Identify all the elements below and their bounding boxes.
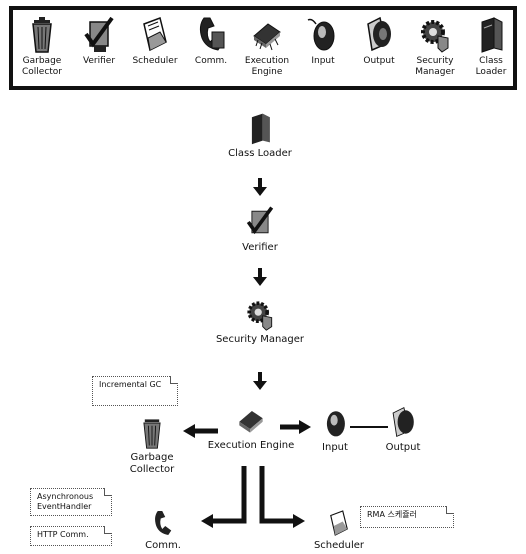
trash-can-icon [143,419,161,449]
node-scheduler[interactable]: Scheduler [294,508,384,552]
node-garbage-collector[interactable]: Garbage Collector [107,414,197,476]
palette-item-garbage-collector[interactable]: Garbage Collector [15,14,69,78]
palette-label: Execution Engine [244,56,290,77]
book-icon [481,17,503,53]
document-icon [330,510,348,536]
gear-shield-icon [421,20,449,53]
node-output[interactable]: Output [358,404,448,454]
note-rma-scheduler: RMA 스케쥴러 [360,506,454,528]
checklist-icon [84,16,114,52]
palette-item-verifier[interactable]: Verifier [72,14,126,67]
phone-icon [155,511,172,535]
palette-item-output[interactable]: Output [352,14,406,67]
speaker-icon [367,16,391,52]
palette-label: Garbage Collector [21,56,62,77]
palette-item-class-loader[interactable]: Class Loader [464,14,518,78]
palette-label: Verifier [82,56,116,66]
note-incremental-gc: Incremental GC [92,376,178,406]
palette-item-security-manager[interactable]: Security Manager [408,14,462,78]
palette-item-comm[interactable]: Comm. [184,14,238,67]
palette-label: Class Loader [475,56,507,77]
note-text: Asynchronous EventHandler [37,492,94,511]
arrow-class-loader-to-verifier [253,178,267,196]
note-text: Incremental GC [99,380,162,389]
mouse-icon [326,411,345,437]
palette-item-input[interactable]: Input [296,14,350,67]
arrow-verifier-to-security [253,268,267,286]
node-label: Comm. [145,540,181,551]
node-verifier[interactable]: Verifier [215,204,305,254]
palette-label: Comm. [194,56,228,66]
phone-icon [199,17,225,51]
node-label: Class Loader [228,148,292,159]
chip-icon [239,411,263,433]
node-input[interactable]: Input [290,404,380,454]
note-text: RMA 스케쥴러 [367,510,417,519]
note-http-comm: HTTP Comm. [30,526,112,546]
speaker-icon [392,406,414,438]
note-async-handler: Asynchronous EventHandler [30,488,112,516]
node-label: Output [385,442,421,453]
book-icon [251,113,270,145]
palette-label: Security Manager [415,56,455,77]
node-comm[interactable]: Comm. [118,508,208,552]
gear-shield-icon [247,301,273,331]
palette-label: Scheduler [132,56,178,66]
component-palette: Garbage Collector Verifier Scheduler Com… [9,6,517,90]
palette-label: Output [363,56,395,66]
node-label: Verifier [242,242,278,253]
node-class-loader[interactable]: Class Loader [215,110,305,160]
mouse-icon [307,18,335,51]
arrow-engine-to-input [280,420,311,434]
note-text: HTTP Comm. [37,530,89,539]
arrow-security-to-engine [253,372,267,390]
palette-label: Input [311,56,335,66]
arrow-engine-to-scheduler [259,466,305,528]
document-icon [143,17,167,52]
node-label: Input [322,442,348,453]
node-security-manager[interactable]: Security Manager [215,296,305,346]
node-label: Security Manager [215,334,305,345]
arrow-engine-to-garbage-collector [183,424,218,438]
arrow-engine-to-comm [201,466,247,528]
palette-item-execution-engine[interactable]: Execution Engine [240,14,294,78]
node-label: Scheduler [313,540,365,551]
palette-item-scheduler[interactable]: Scheduler [128,14,182,67]
checklist-icon [246,206,274,235]
node-execution-engine[interactable]: Execution Engine [206,402,296,452]
chip-icon [253,23,281,51]
node-label: Execution Engine [207,440,295,451]
node-label: Garbage Collector [129,452,175,475]
trash-can-icon [32,17,52,53]
